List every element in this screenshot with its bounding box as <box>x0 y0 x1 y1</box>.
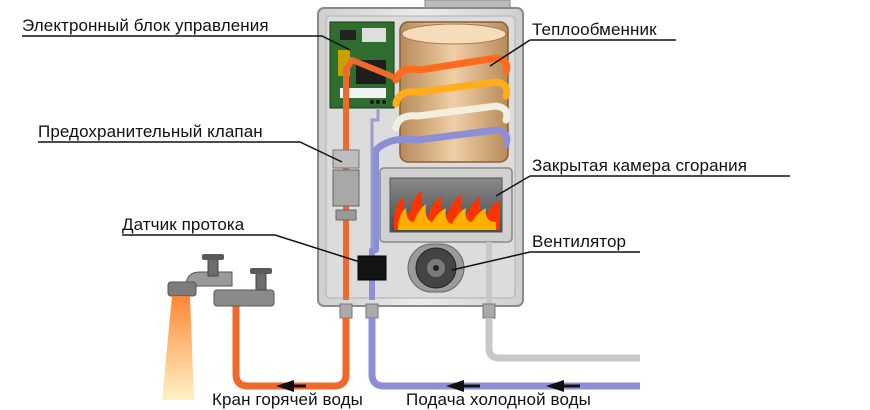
fan-unit <box>407 243 465 293</box>
safety-valve <box>332 149 360 221</box>
fitting-gas <box>482 303 496 319</box>
cold-flow-arrows <box>446 380 580 392</box>
cold-pipe-external <box>368 318 640 390</box>
label-safety-valve: Предохранительный клапан <box>38 122 263 141</box>
label-flow-sensor: Датчик протока <box>122 215 245 234</box>
faucet <box>167 254 275 307</box>
label-hot-water-outlet: Кран горячей воды <box>212 390 363 409</box>
fitting-hot <box>339 303 353 319</box>
label-control-unit: Электронный блок управления <box>22 16 269 35</box>
fitting-cold <box>365 303 379 319</box>
control-board <box>329 21 395 109</box>
gas-pipe-external <box>485 318 640 362</box>
label-cold-water-inlet: Подача холодной воды <box>406 390 591 409</box>
label-fan: Вентилятор <box>532 232 627 251</box>
coil-2 <box>392 78 511 108</box>
leader-lines <box>22 35 790 271</box>
coil-4 <box>372 126 511 154</box>
flow-sensor <box>357 255 387 281</box>
coil-3 <box>392 102 511 132</box>
label-combustion-chamber: Закрытая камера сгорания <box>532 156 748 175</box>
hot-flow-arrow <box>276 380 294 392</box>
label-heat-exchanger: Теплообменник <box>532 20 657 39</box>
diagram-canvas <box>22 0 790 400</box>
board-wire <box>370 108 380 268</box>
water-heater-diagram: Электронный блок управления Теплообменни… <box>22 0 790 409</box>
burner-flames <box>393 190 500 230</box>
water-stream <box>162 296 194 400</box>
hot-pipe-external <box>232 304 350 390</box>
coil-1 <box>392 54 511 84</box>
